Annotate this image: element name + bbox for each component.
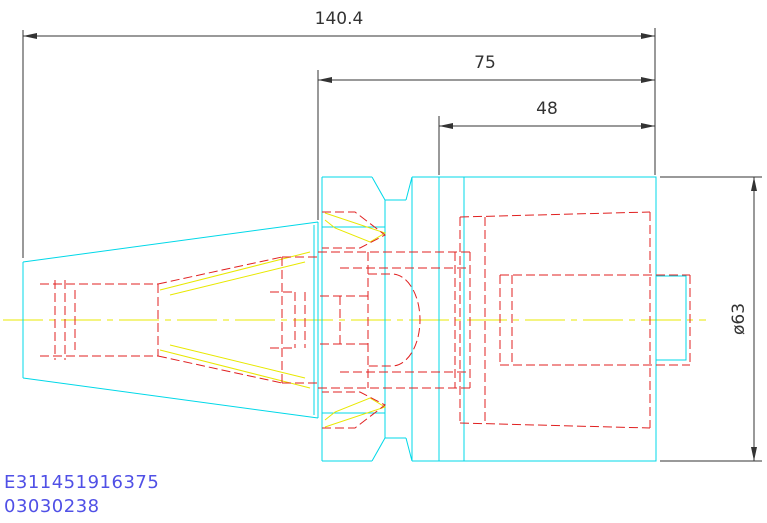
part-code-line-1: E311451916375 — [4, 472, 159, 493]
dimension-label-overall: 140.4 — [315, 9, 364, 29]
dimension-diameter: ø63 — [660, 176, 762, 462]
hidden-lines — [40, 211, 691, 429]
part-code-line-2: 03030238 — [4, 496, 100, 517]
dimension-label-short: 48 — [536, 99, 558, 119]
dimension-short: 48 — [438, 99, 655, 175]
dimension-mid: 75 — [317, 53, 655, 220]
dimension-overall: 140.4 — [22, 9, 656, 258]
inner-yellow-lines — [159, 212, 387, 428]
taper-outline — [22, 221, 319, 419]
body-outline — [463, 176, 687, 462]
dimension-label-mid: 75 — [474, 53, 496, 73]
dimension-label-diameter: ø63 — [729, 303, 749, 335]
